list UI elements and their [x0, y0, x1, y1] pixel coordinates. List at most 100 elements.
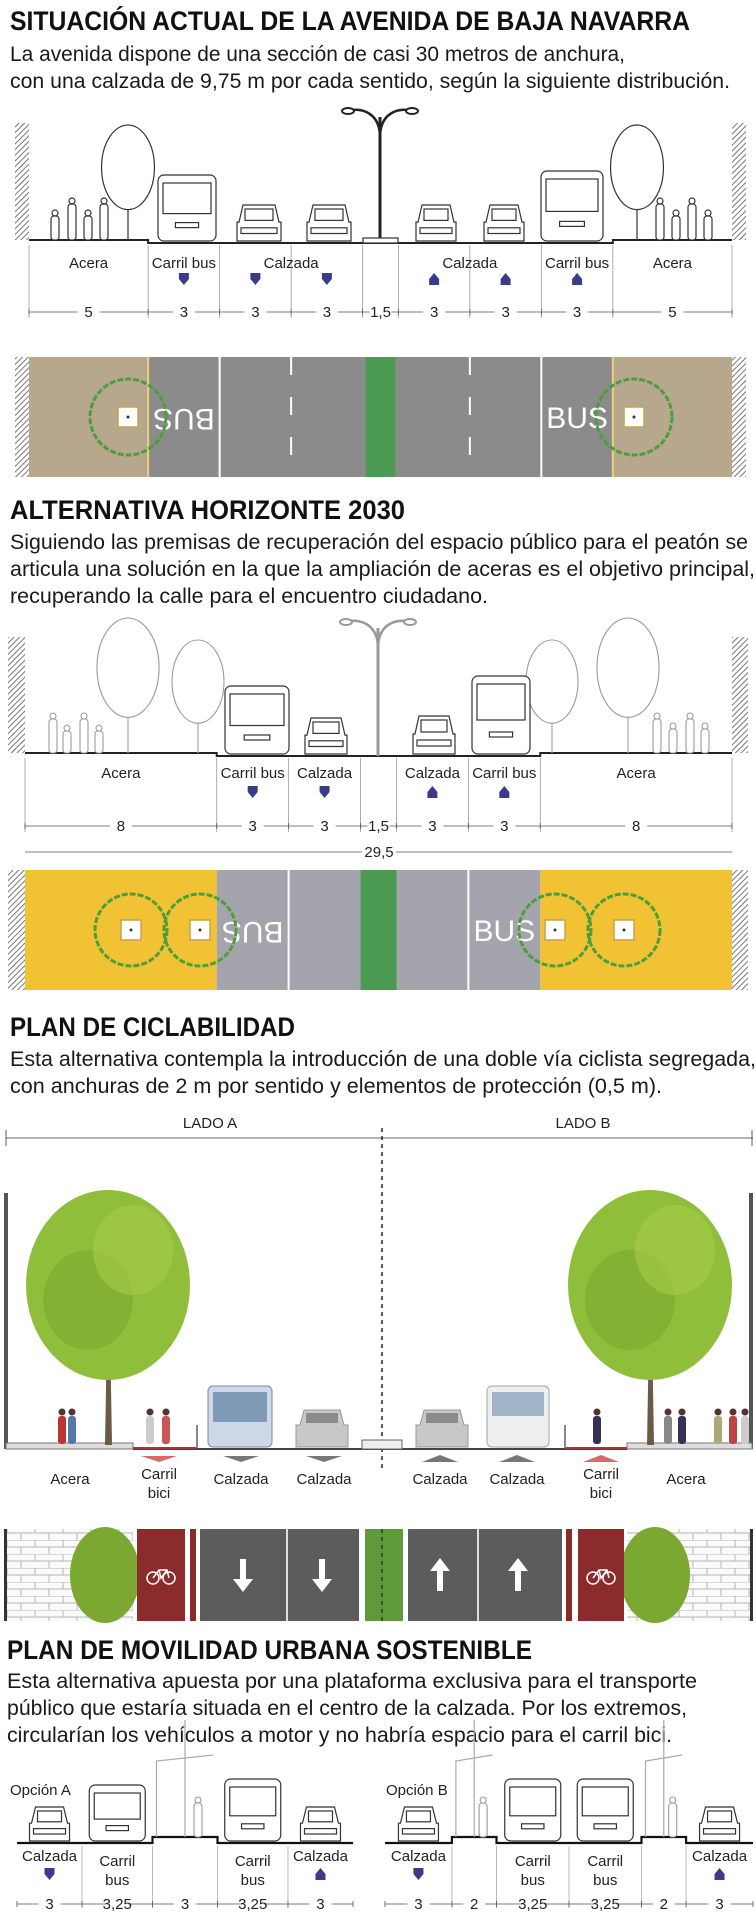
dimension-label-bg [594, 1895, 617, 1913]
dimension-value: 3 [249, 818, 257, 835]
lane-label: Acera [101, 765, 141, 782]
sidewalk-a [5, 1442, 134, 1450]
tree-icon [96, 617, 160, 753]
dimension-value: 3 [323, 304, 331, 321]
dimension-label-bg [174, 1895, 196, 1913]
bus-icon [540, 170, 604, 242]
dimension-value: 3,25 [238, 1896, 267, 1913]
dimension-value: 5 [668, 304, 676, 321]
dimension-label-bg [521, 1895, 544, 1913]
section-2-subtitle-line: Siguiendo las premisas de recuperación d… [10, 531, 748, 554]
lane-label: Acera [653, 255, 693, 272]
pedestrian-icon [678, 1408, 686, 1444]
facade-line [4, 1529, 7, 1621]
dimension-label-bg [423, 303, 446, 321]
pedestrian-icon [58, 1408, 66, 1444]
plan-roadway [200, 1529, 359, 1621]
dimension-value: 2 [660, 1896, 668, 1913]
option-label: Opción B [386, 1782, 448, 1799]
pedestrian-icon [671, 209, 681, 241]
arrow-up-icon [427, 786, 438, 798]
section-2-subtitle-line: recuperando la calle para el encuentro c… [10, 585, 488, 608]
arrow-down-icon [178, 273, 189, 285]
lane-label: Calzada [692, 1848, 748, 1865]
lane-label: Carril [515, 1853, 551, 1870]
pedestrian-icon [68, 1408, 76, 1444]
road-arrow-down-icon [312, 1559, 332, 1592]
car-icon [306, 204, 352, 242]
car-icon [415, 204, 457, 242]
tree-canopy-icon [162, 892, 238, 968]
plan-sidewalk [540, 870, 732, 990]
bus-icon [224, 1778, 282, 1842]
street-lamp-icon [339, 618, 417, 756]
car-icon [236, 204, 282, 242]
building-wall [732, 870, 748, 990]
lane-label: bus [593, 1872, 617, 1889]
arrow-down-icon [44, 1868, 55, 1880]
dimension-label-bg [244, 303, 267, 321]
dimension-value: 3 [430, 304, 438, 321]
tree-icon [609, 124, 665, 240]
dimension-value: 1,5 [370, 304, 391, 321]
bus-icon [486, 1385, 550, 1448]
dimension-value: 8 [632, 818, 640, 835]
bicycle-icon [146, 1569, 176, 1585]
bus-icon [88, 1784, 146, 1842]
lane-label: Calzada [213, 1471, 269, 1488]
dimension-value: 3 [573, 304, 581, 321]
section-4-title: PLAN DE MOVILIDAD URBANA SOSTENIBLE [7, 1635, 532, 1665]
pedestrian-icon [741, 1408, 749, 1444]
tree-canopy-icon [620, 1527, 690, 1623]
arrow-down-icon [413, 1868, 424, 1880]
pedestrian-icon [67, 197, 77, 241]
dimension-label-bg [38, 1895, 61, 1913]
dimension-value: 3 [181, 1896, 189, 1913]
car-icon [28, 1806, 71, 1842]
tree-canopy-icon [594, 377, 674, 457]
building-wall [732, 637, 748, 753]
lane-label: Carril [99, 1853, 135, 1870]
lane-label: Calzada [405, 765, 461, 782]
building-wall [15, 123, 29, 240]
protection-strip [190, 1529, 196, 1621]
plan-median [365, 1529, 403, 1621]
dimension-label-bg [315, 303, 338, 321]
tree-icon [171, 639, 225, 753]
pedestrian-icon [652, 712, 662, 754]
option-label: Opción A [10, 1782, 71, 1799]
car-icon [698, 1806, 741, 1842]
dimension-value: 3 [500, 818, 508, 835]
dimension-value: 3 [414, 1896, 422, 1913]
lane-label: Calzada [297, 765, 353, 782]
road-arrow-up-icon [430, 1558, 450, 1591]
dimension-label-bg [652, 1895, 675, 1913]
section-1-subtitle-line: con una calzada de 9,75 m por cada senti… [10, 70, 730, 93]
dimension-value: 3 [316, 1896, 324, 1913]
lane-label: Calzada [22, 1848, 78, 1865]
road-arrow-down-icon [233, 1559, 253, 1592]
lamp-base [362, 237, 399, 244]
tree-icon [525, 639, 579, 753]
lane-label: bus [241, 1872, 265, 1889]
dimension-label-bg [407, 1895, 430, 1913]
pedestrian-icon [50, 209, 60, 241]
total-width-value: 29,5 [364, 844, 393, 861]
lane-label: Carril bus [152, 255, 216, 272]
dimension-value: 3 [715, 1896, 723, 1913]
pedestrian-icon [162, 1408, 170, 1444]
plan-median [360, 870, 397, 990]
dimension-value: 5 [84, 304, 92, 321]
pedestrian-icon [79, 712, 89, 754]
sidewalk-b [626, 1442, 753, 1450]
dimension-label-bg [494, 303, 517, 321]
dimension-label-bg [369, 303, 392, 321]
dimension-label-bg [241, 1895, 264, 1913]
section-3-title: PLAN DE CICLABILIDAD [10, 1012, 295, 1042]
tree-canopy-icon [517, 892, 593, 968]
building-wall [15, 357, 29, 477]
lane-label: Calzada [412, 1471, 468, 1488]
pedestrian-icon [685, 712, 695, 754]
bus-icon [224, 685, 290, 755]
